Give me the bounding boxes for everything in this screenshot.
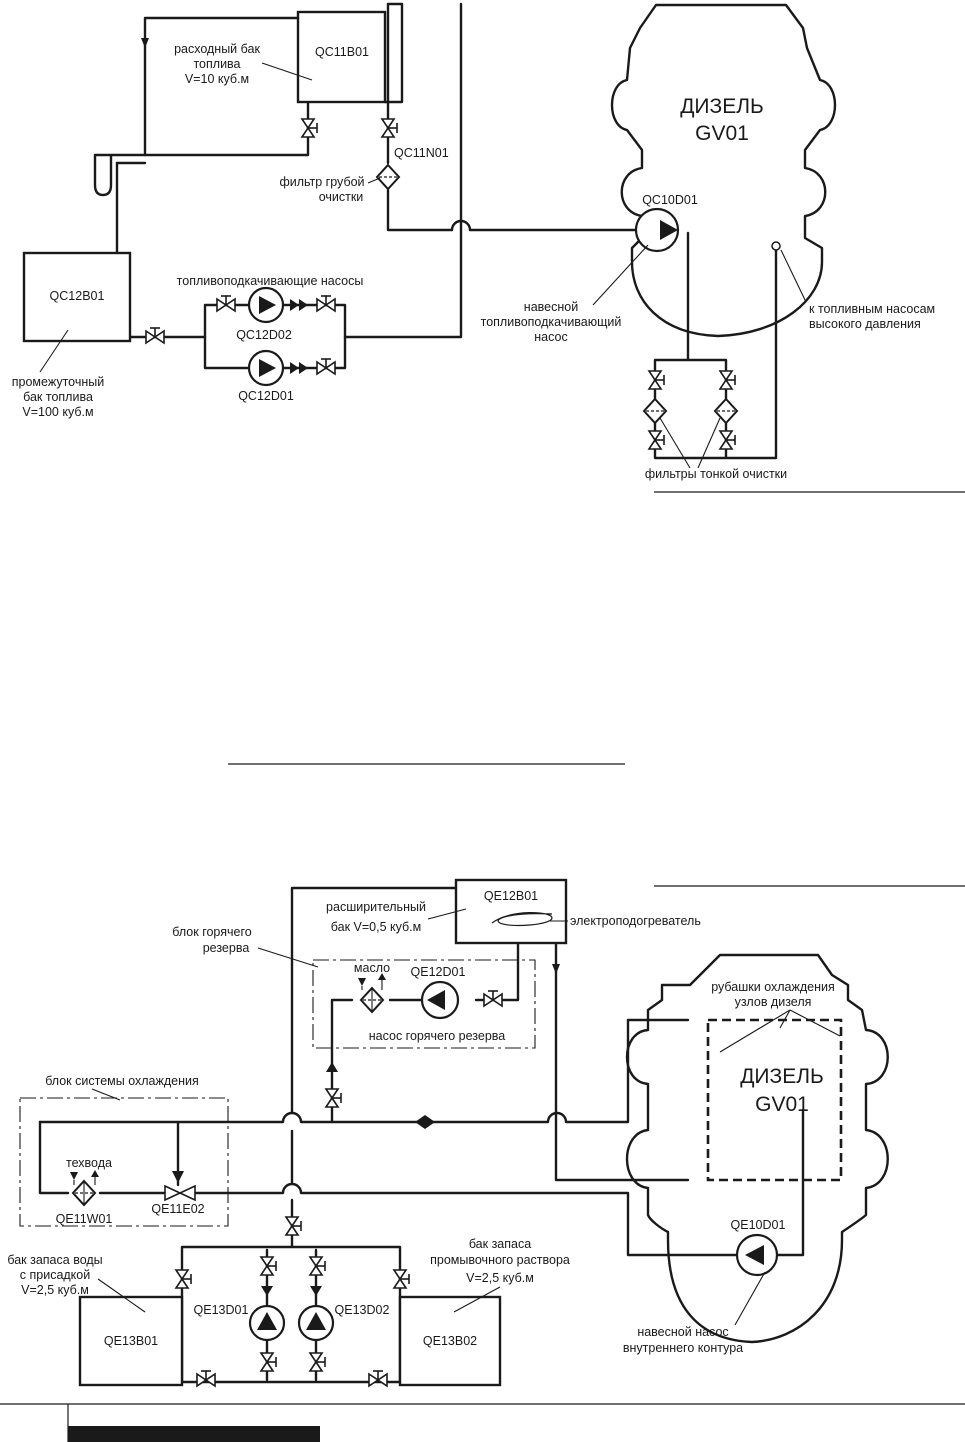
intermediate-tank-code: QC12B01 [50, 289, 105, 303]
heater-coil-icon [491, 911, 553, 927]
valve-icon[interactable] [301, 118, 318, 138]
cooling-system: QE12B01 расширительный бак V=0,5 куб.м э… [7, 878, 889, 1387]
engine-pump-caption-3: насос [534, 330, 567, 344]
cooling-engine-name: ДИЗЕЛЬ [740, 1065, 824, 1088]
jackets-caption-1: рубашки охлаждения [711, 980, 835, 994]
coarse-filter-caption-1: фильтр грубой [279, 175, 364, 189]
valve-icon[interactable] [309, 1352, 326, 1372]
storage-pump-left-code: QE13D01 [194, 1303, 249, 1317]
water-tank-qe13b01 [78, 1295, 184, 1387]
intermediate-tank-caption-3: V=100 куб.м [22, 405, 93, 419]
jackets-caption-2: узлов дизеля [735, 995, 812, 1009]
valve-icon[interactable] [325, 1088, 342, 1108]
coarse-filter-caption-2: очистки [319, 190, 364, 204]
expansion-tank-code: QE12B01 [484, 889, 538, 903]
hot-reserve-pump-code: QE12D01 [411, 965, 466, 979]
fine-filter-icon [714, 398, 738, 424]
valve-icon[interactable] [719, 430, 736, 450]
service-tank-code: QC11B01 [315, 45, 369, 59]
valve-icon[interactable] [216, 295, 236, 312]
wash-tank-caption-1: бак запаса [469, 1237, 531, 1251]
storage-pump-right-code: QE13D02 [335, 1303, 390, 1317]
transfer-pumps-title: топливоподкачивающие насосы [177, 274, 364, 288]
service-tank-caption-3: V=10 куб.м [185, 72, 249, 86]
cooling-block-caption: блок системы охлаждения [45, 1074, 199, 1088]
fine-filters-label: фильтры тонкой очистки [645, 467, 787, 481]
valve-icon[interactable] [648, 430, 665, 450]
fuel-pipe-fine-filters [653, 231, 778, 460]
valve-icon[interactable] [260, 1256, 277, 1276]
valve-icon[interactable] [483, 990, 503, 1007]
cooling-jackets-outline [706, 1018, 843, 1182]
cooling-diesel-engine-outline [625, 953, 889, 1344]
wash-tank-code: QE13B02 [423, 1334, 477, 1348]
valve-icon[interactable] [719, 370, 736, 390]
valve-icon[interactable] [368, 1370, 388, 1387]
valve-icon[interactable] [175, 1269, 192, 1289]
engine-pump-code: QC10D01 [642, 193, 698, 207]
three-way-valve-code: QE11E02 [151, 1202, 204, 1216]
expansion-tank-caption-1: расширительный [326, 900, 426, 914]
service-tank-qc11b01 [296, 10, 387, 104]
service-water-label: техвода [66, 1156, 112, 1170]
intermediate-tank-caption-1: промежуточный [12, 375, 104, 389]
hot-reserve-caption-1: блок горячего [172, 925, 251, 939]
water-tank-caption-1: бак запаса воды [7, 1253, 102, 1267]
coarse-filter-icon [376, 164, 400, 190]
hp-pumps-note-2: высокого давления [809, 317, 921, 331]
valve-icon[interactable] [393, 1269, 410, 1289]
cooling-engine-pump-code: QE10D01 [731, 1218, 786, 1232]
hot-reserve-caption-2: резерва [203, 941, 250, 955]
cooling-engine-pump-caption-1: навесной насос [637, 1325, 728, 1339]
wash-tank-caption-2: промывочного раствора [430, 1253, 570, 1267]
transfer-pump-2-code: QC12D01 [238, 389, 294, 403]
fuel-pipe-to-intermediate [143, 100, 310, 157]
valve-icon[interactable] [316, 358, 336, 375]
hot-reserve-block [312, 959, 536, 1049]
coarse-filter-code: QC11N01 [394, 146, 449, 160]
service-tank-caption-1: расходный бак [174, 42, 260, 56]
fuel-engine-name: ДИЗЕЛЬ [680, 95, 764, 118]
valve-icon[interactable] [648, 370, 665, 390]
cooling-engine-pump-caption-2: внутреннего контура [623, 1341, 743, 1355]
intermediate-tank-caption-2: бак топлива [23, 390, 93, 404]
cooling-pipe-expansion [290, 886, 458, 1115]
valve-icon[interactable] [260, 1352, 277, 1372]
wash-tank-caption-3: V=2,5 куб.м [466, 1271, 534, 1285]
footer-bar [68, 1426, 320, 1442]
hp-connection-icon [771, 241, 781, 251]
fuel-system: QC11B01 расходный бак топлива V=10 куб.м… [12, 2, 935, 481]
valve-icon[interactable] [309, 1256, 326, 1276]
intermediate-tank-qc12b01 [22, 251, 132, 343]
valve-icon[interactable] [285, 1216, 302, 1236]
hp-pumps-note-1: к топливным насосам [809, 302, 935, 316]
engine-pump-caption-1: навесной [524, 300, 578, 314]
cooling-engine-code: GV01 [755, 1093, 809, 1116]
cooling-block [19, 1097, 229, 1227]
diesel-engine-outline [610, 3, 837, 338]
heater-label: электроподогреватель [570, 914, 701, 928]
service-tank-caption-2: топлива [193, 57, 240, 71]
wash-tank-qe13b02 [398, 1295, 502, 1387]
fine-filter-icon [643, 398, 667, 424]
heat-exchanger-code: QE11W01 [56, 1212, 113, 1226]
water-tank-caption-3: V=2,5 куб.м [21, 1283, 89, 1297]
fuel-pipe-overflow [383, 2, 404, 104]
cooling-pipe-supply [38, 1018, 690, 1124]
water-tank-caption-2: с присадкой [20, 1268, 90, 1282]
valve-icon[interactable] [381, 118, 398, 138]
expansion-tank-caption-2: бак V=0,5 куб.м [331, 920, 421, 934]
hot-reserve-pump-caption: насос горячего резерва [369, 1029, 506, 1043]
oil-label: масло [354, 961, 390, 975]
water-tank-code: QE13B01 [104, 1334, 158, 1348]
fuel-pipe-vent [143, 16, 300, 157]
valve-icon[interactable] [196, 1370, 216, 1387]
valve-icon[interactable] [145, 327, 165, 344]
valve-icon[interactable] [316, 295, 336, 312]
three-way-valve-icon[interactable] [164, 1184, 196, 1202]
engine-pump-caption-2: топливоподкачивающий [481, 315, 622, 329]
transfer-pump-1-code: QC12D02 [236, 328, 292, 342]
fuel-engine-code: GV01 [695, 122, 749, 145]
